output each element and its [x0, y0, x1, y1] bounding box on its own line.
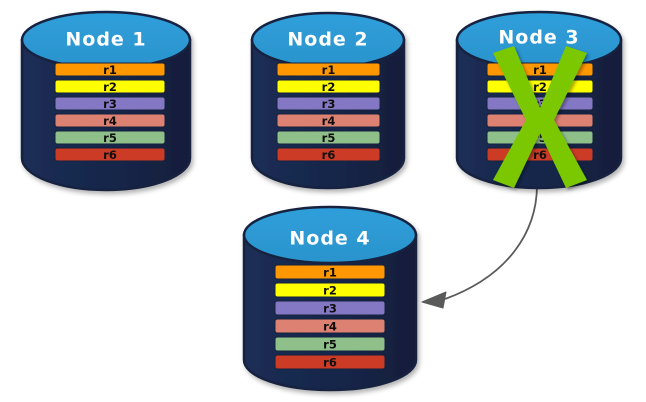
node-1-row-2: r3 [54, 96, 166, 111]
row-chip [274, 264, 386, 280]
node-failure-cross-icon [493, 46, 587, 188]
node-4[interactable]: Node 4 r1 r2 r3 r4 [242, 205, 418, 392]
row-chip [276, 79, 381, 94]
row-label: r6 [533, 148, 547, 162]
node-3-row-1: r2 [486, 79, 594, 94]
node-4-row-1: r2 [274, 282, 386, 298]
row-label: r3 [323, 302, 337, 316]
row-label: r6 [103, 148, 117, 162]
node-4-row-3: r4 [274, 318, 386, 334]
node-1-row-3: r4 [54, 113, 166, 128]
node-2-row-1: r2 [276, 79, 381, 94]
node-3-row-4: r5 [486, 130, 594, 145]
row-chip [54, 79, 166, 94]
row-label: r1 [533, 63, 547, 77]
row-chip [54, 147, 166, 162]
row-label: r4 [323, 320, 337, 334]
row-label: r3 [322, 97, 336, 111]
node-2-rows: r1 r2 r3 r4 r5 [276, 62, 381, 162]
node-3[interactable]: Node 3 r1 r2 r3 [455, 10, 623, 190]
node-2-row-2: r3 [276, 96, 381, 111]
row-chip [54, 130, 166, 145]
node-4-row-2: r3 [274, 300, 386, 316]
row-chip [274, 282, 386, 298]
node-4-cylinder-top [242, 205, 418, 265]
row-chip [274, 300, 386, 316]
row-label: r6 [323, 356, 337, 370]
node-2-title: Node 2 [287, 29, 368, 51]
node-1-row-5: r6 [54, 147, 166, 162]
connector-arrowhead [421, 291, 447, 309]
node-4-row-5: r6 [274, 354, 386, 370]
row-label: r4 [322, 114, 336, 128]
node-4-row-0: r1 [274, 264, 386, 280]
row-label: r6 [322, 148, 336, 162]
row-chip [54, 113, 166, 128]
row-chip [276, 130, 381, 145]
node-3-title: Node 3 [498, 27, 579, 49]
row-label: r5 [322, 131, 336, 145]
row-label: r2 [323, 284, 337, 298]
node-4-title: Node 4 [289, 228, 370, 250]
row-label: r5 [103, 131, 117, 145]
node-1-rows: r1 r2 r3 r4 r5 [54, 62, 166, 162]
row-chip [54, 62, 166, 77]
row-label: r3 [103, 97, 117, 111]
node-1-row-4: r5 [54, 130, 166, 145]
node-3-row-5: r6 [486, 147, 594, 162]
row-label: r4 [103, 114, 117, 128]
row-chip [276, 113, 381, 128]
row-chip [276, 62, 381, 77]
node-2-row-4: r5 [276, 130, 381, 145]
node-4-rows: r1 r2 r3 r4 r5 [274, 264, 386, 370]
connector-curve [444, 184, 538, 300]
node-2-row-0: r1 [276, 62, 381, 77]
row-label: r5 [323, 338, 337, 352]
node-2-row-5: r6 [276, 147, 381, 162]
row-chip [54, 96, 166, 111]
row-chip [274, 318, 386, 334]
row-label: r2 [533, 80, 547, 94]
node-1[interactable]: Node 1 r1 r2 r3 r4 [20, 10, 192, 192]
node-1-title: Node 1 [65, 29, 146, 51]
node-2[interactable]: Node 2 r1 r2 r3 r4 [250, 11, 406, 190]
row-label: r1 [322, 63, 336, 77]
row-label: r2 [322, 80, 336, 94]
row-label: r2 [103, 80, 117, 94]
node-2-row-3: r4 [276, 113, 381, 128]
row-chip [274, 354, 386, 370]
row-chip [276, 96, 381, 111]
node-1-row-1: r2 [54, 79, 166, 94]
row-chip [276, 147, 381, 162]
row-label: r1 [323, 266, 337, 280]
connector-node3-to-node4 [421, 184, 538, 309]
node-4-row-4: r5 [274, 336, 386, 352]
node-1-row-0: r1 [54, 62, 166, 77]
row-label: r1 [103, 63, 117, 77]
row-chip [274, 336, 386, 352]
